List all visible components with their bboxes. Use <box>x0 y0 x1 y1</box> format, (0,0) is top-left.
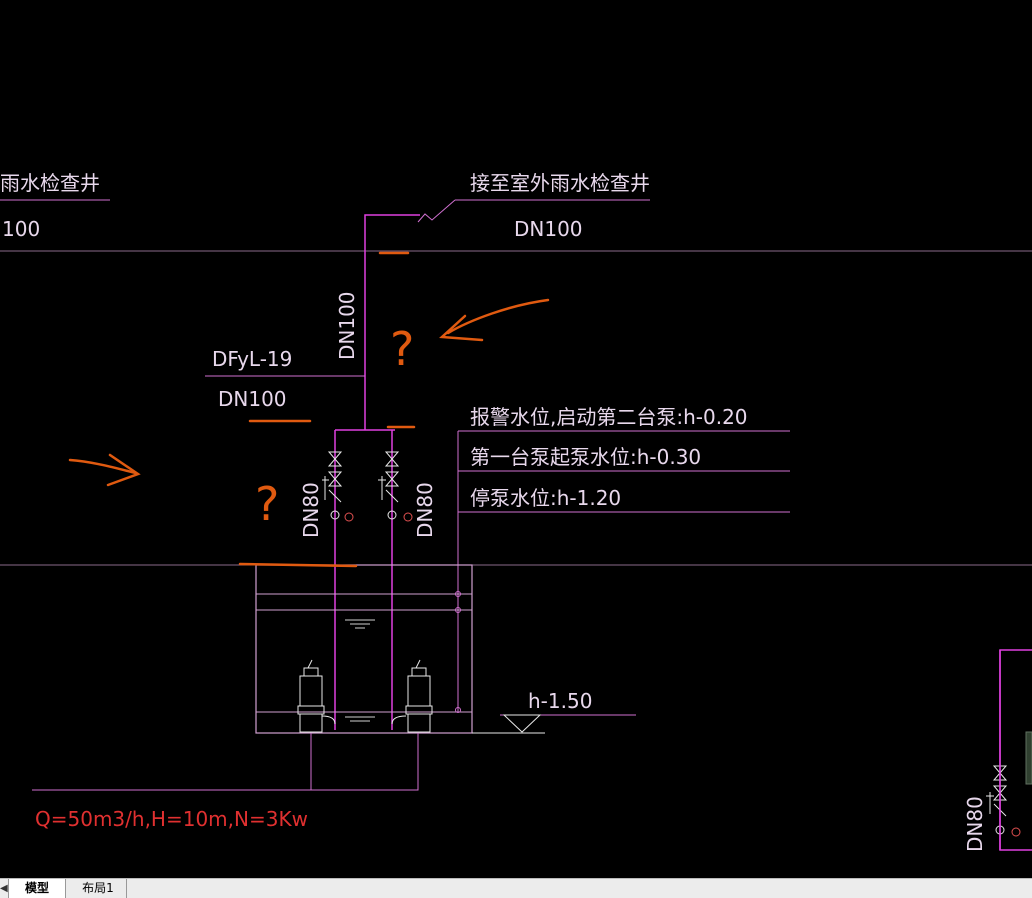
label-dn80-far: DN80 <box>963 796 987 852</box>
label-dn80-right: DN80 <box>413 482 437 538</box>
annotation-marks <box>68 251 550 568</box>
level-marker-2 <box>455 607 461 613</box>
valve-assembly-left <box>322 451 354 522</box>
spec-leader <box>310 733 419 791</box>
label-dn100-partial: 100 <box>2 217 40 241</box>
submersible-pump-right <box>391 659 433 733</box>
label-outdoor-well: 接至室外雨水检查井 <box>470 171 650 195</box>
label-dn80-left: DN80 <box>299 482 323 538</box>
submersible-pump-left <box>297 659 336 733</box>
label-bottom-elev: h-1.50 <box>528 689 592 713</box>
valve-assembly-far-right <box>986 765 1021 837</box>
level-marker-3 <box>455 707 461 713</box>
annotation-question-1: ? <box>390 322 414 376</box>
label-stop-level: 停泵水位:h-1.20 <box>470 486 621 510</box>
riser-pipe <box>364 214 420 430</box>
label-pump-spec: Q=50m3/h,H=10m,N=3Kw <box>35 807 308 831</box>
right-device-partial <box>1025 731 1032 785</box>
label-dn100-top: DN100 <box>514 217 583 241</box>
label-well-partial: 雨水检查井 <box>0 171 100 195</box>
tab-layout1[interactable]: 布局1 <box>70 879 127 898</box>
layout-tab-bar: ◀ 模型 布局1 <box>0 878 1032 898</box>
label-alarm-level: 报警水位,启动第二台泵:h-0.20 <box>470 405 748 429</box>
annotation-question-2: ? <box>255 477 279 531</box>
water-level-symbol <box>345 619 375 722</box>
label-dn100-vertical: DN100 <box>335 291 359 360</box>
label-dn100-left: DN100 <box>218 387 287 411</box>
sump-pit <box>255 564 473 734</box>
elevation-marker <box>502 714 542 733</box>
cad-drawing-canvas[interactable]: 雨水检查井 100 接至室外雨水检查井 DN100 DN100 DFyL-19 … <box>0 0 1032 878</box>
label-dfyl: DFyL-19 <box>212 347 292 371</box>
tab-nav-arrow-icon[interactable]: ◀ <box>0 883 8 894</box>
level-marker-1 <box>455 591 461 597</box>
valve-assembly-right <box>378 451 413 522</box>
leader-zigzag <box>417 199 456 223</box>
label-first-pump-level: 第一台泵起泵水位:h-0.30 <box>470 445 701 469</box>
tab-model[interactable]: 模型 <box>8 879 66 898</box>
